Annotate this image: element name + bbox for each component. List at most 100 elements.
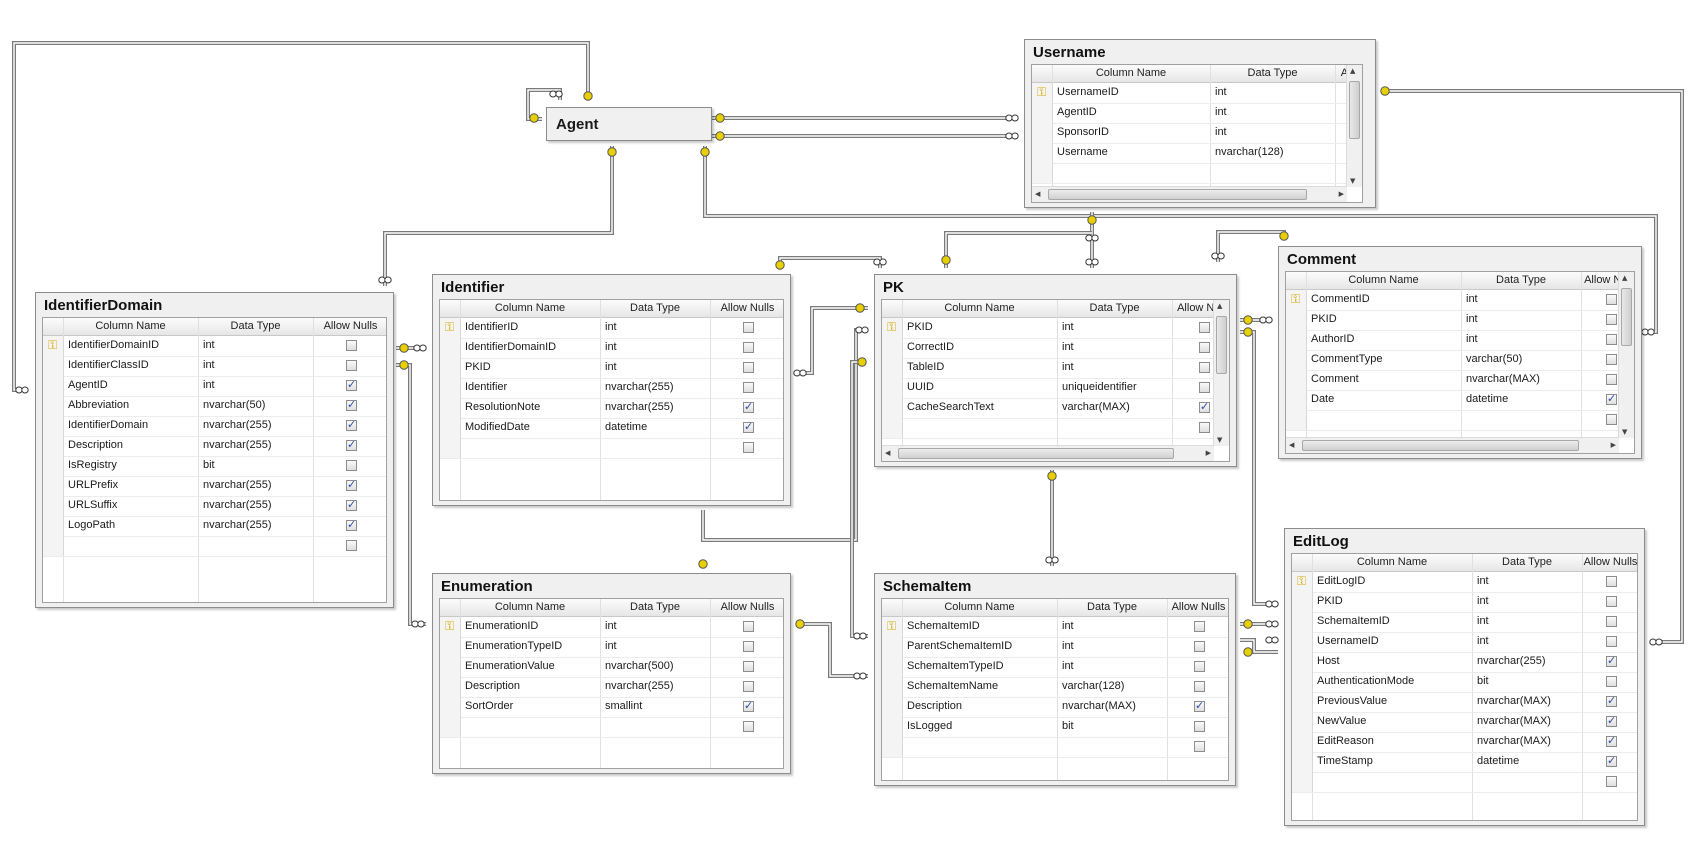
empty-row[interactable] [1032, 163, 1362, 184]
row-selector[interactable] [1292, 632, 1313, 652]
row-selector[interactable] [440, 617, 461, 637]
scroll-up-arrow-icon[interactable]: ▲ [1217, 302, 1223, 310]
row-selector[interactable] [440, 338, 461, 358]
row-selector[interactable] [440, 358, 461, 378]
scroll-thumb[interactable] [1349, 81, 1360, 139]
row-selector[interactable] [1292, 752, 1313, 772]
allow-nulls-checkbox[interactable] [1606, 616, 1617, 627]
row-selector[interactable] [43, 396, 64, 416]
row-selector[interactable] [440, 378, 461, 398]
allow-nulls-checkbox[interactable] [1199, 362, 1210, 373]
row-selector[interactable] [43, 376, 64, 396]
scroll-up-arrow-icon[interactable]: ▲ [1350, 67, 1356, 75]
allow-nulls-checkbox[interactable] [346, 378, 357, 391]
allow-nulls-checkbox[interactable] [743, 442, 754, 453]
row-selector[interactable] [1286, 310, 1307, 330]
allow-nulls-checkbox[interactable] [346, 460, 357, 471]
row-selector[interactable] [440, 717, 461, 737]
agent-entity[interactable]: Agent [546, 107, 712, 141]
row-selector[interactable] [440, 697, 461, 717]
row-selector[interactable] [1286, 330, 1307, 350]
row-selector[interactable] [43, 356, 64, 376]
vertical-scrollbar[interactable]: ▲▼ [1618, 272, 1634, 438]
horizontal-scrollbar[interactable]: ◀▶ [882, 445, 1214, 461]
allow-nulls-checkbox[interactable] [743, 699, 754, 712]
scroll-left-arrow-icon[interactable]: ◀ [1289, 441, 1295, 449]
scroll-thumb[interactable] [898, 448, 1174, 459]
allow-nulls-checkbox[interactable] [743, 400, 754, 413]
empty-row[interactable] [882, 418, 1229, 439]
allow-nulls-checkbox[interactable] [1606, 354, 1617, 365]
allow-nulls-checkbox[interactable] [743, 661, 754, 672]
allow-nulls-checkbox[interactable] [1194, 641, 1205, 652]
allow-nulls-checkbox[interactable] [1199, 322, 1210, 333]
row-selector[interactable] [1292, 612, 1313, 632]
row-selector[interactable] [440, 438, 461, 458]
allow-nulls-checkbox[interactable] [743, 322, 754, 333]
allow-nulls-checkbox[interactable] [346, 518, 357, 531]
row-selector[interactable] [1292, 672, 1313, 692]
row-selector[interactable] [1286, 410, 1307, 430]
horizontal-scrollbar[interactable]: ◀▶ [1032, 186, 1347, 202]
empty-row[interactable] [882, 737, 1228, 758]
scroll-up-arrow-icon[interactable]: ▲ [1622, 274, 1628, 282]
row-selector[interactable] [882, 717, 903, 737]
allow-nulls-checkbox[interactable] [1606, 754, 1617, 767]
allow-nulls-checkbox[interactable] [1606, 636, 1617, 647]
empty-row[interactable] [43, 536, 386, 557]
row-selector[interactable] [1286, 290, 1307, 310]
empty-row[interactable] [440, 438, 783, 459]
allow-nulls-checkbox[interactable] [1606, 776, 1617, 787]
scroll-right-arrow-icon[interactable]: ▶ [1205, 449, 1211, 457]
row-selector[interactable] [1286, 390, 1307, 410]
row-selector[interactable] [440, 318, 461, 338]
row-selector[interactable] [1292, 772, 1313, 792]
row-selector[interactable] [43, 516, 64, 536]
row-selector[interactable] [882, 318, 903, 338]
row-selector[interactable] [1292, 592, 1313, 612]
allow-nulls-checkbox[interactable] [1194, 661, 1205, 672]
scroll-thumb[interactable] [1302, 440, 1579, 451]
allow-nulls-checkbox[interactable] [1199, 422, 1210, 433]
scroll-right-arrow-icon[interactable]: ▶ [1610, 441, 1616, 449]
allow-nulls-checkbox[interactable] [1606, 576, 1617, 587]
allow-nulls-checkbox[interactable] [1199, 342, 1210, 353]
empty-row[interactable] [1292, 772, 1637, 793]
allow-nulls-checkbox[interactable] [743, 342, 754, 353]
row-selector[interactable] [440, 637, 461, 657]
row-selector[interactable] [1032, 143, 1053, 163]
allow-nulls-checkbox[interactable] [1606, 714, 1617, 727]
row-selector[interactable] [1292, 712, 1313, 732]
allow-nulls-checkbox[interactable] [346, 398, 357, 411]
